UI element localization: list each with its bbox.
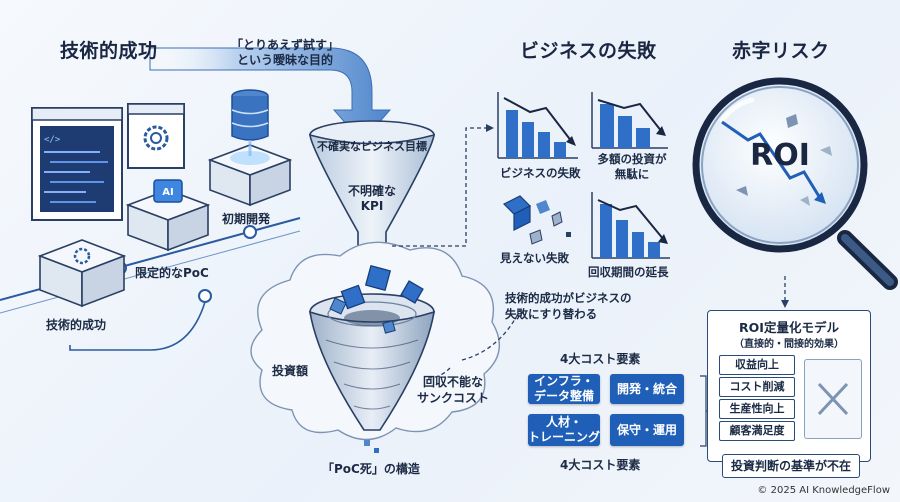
roi-verdict: 投資判断の基準が不在	[722, 454, 860, 478]
svg-text:</>: </>	[44, 135, 61, 145]
callout-vague-purpose: 「とりあえず試す」 という曖昧な目的	[220, 38, 350, 68]
vortex-icon	[308, 293, 436, 431]
gear-window-icon	[127, 103, 185, 169]
magnifier-roi-text: ROI	[750, 138, 810, 173]
roi-model-panel: ROI定量化モデル （直接的・間接的効果） 収益向上 コスト削減 生産性向上 顧…	[707, 310, 871, 462]
roi-item-customer-satisfaction: 顧客満足度	[719, 421, 795, 441]
copyright: © 2025 AI KnowledgeFlow	[757, 485, 890, 496]
chart-wasted-investment-icon	[591, 92, 668, 149]
investment-label: 投資額	[272, 364, 309, 378]
broken-blocks-icon	[502, 195, 571, 245]
chart-label-payback-extension: 回収期間の延長	[588, 265, 669, 279]
roi-model-title: ROI定量化モデル	[739, 320, 839, 335]
chart-label-business-failure: ビジネスの失敗	[500, 166, 581, 180]
step-initial-dev: 初期開発	[222, 212, 271, 226]
cost-talent-line1: 人材・	[545, 415, 582, 429]
poc-death-caption: 「PoC死」の構造	[322, 462, 420, 476]
dashed-connectors	[392, 127, 786, 379]
cost-item-maintenance: 保守・運用	[610, 414, 684, 446]
code-window-icon: </>	[31, 107, 123, 221]
cost-infra-line1: インフラ・	[534, 374, 594, 388]
swap-line1: 技術的成功がビジネスの	[505, 291, 632, 305]
cost-item-talent-training: 人材・トレーニング	[528, 414, 600, 446]
database-box-icon	[207, 89, 293, 207]
section-title-tech-success: 技術的成功	[60, 40, 158, 62]
roi-item-revenue: 収益向上	[719, 355, 795, 375]
cost-item-dev-integration: 開発・統合	[610, 374, 684, 404]
chart-label-invisible-failure: 見えない失敗	[500, 251, 569, 265]
chart-label-wasted-investment: 多額の投資が 無駄に	[590, 152, 674, 182]
cost-heading-top: 4大コスト要素	[560, 352, 641, 366]
ai-chip-box-icon: AI	[125, 179, 211, 252]
wasted-line1: 多額の投資が	[597, 152, 667, 166]
funnel-kpi-label: 不明確な KPI	[332, 184, 412, 214]
chart-payback-period-icon	[591, 192, 670, 259]
callout-line2: という曖昧な目的	[236, 53, 333, 67]
sunk-line2: サンクコスト	[416, 391, 489, 405]
cost-item-infra-data: インフラ・データ整備	[528, 374, 600, 404]
step-tech-success: 技術的成功	[46, 318, 107, 332]
falling-blocks	[329, 264, 424, 453]
kpi-line1: 不明確な	[347, 184, 396, 198]
section-title-deficit-risk: 赤字リスク	[732, 40, 830, 62]
chart-business-failure-icon	[497, 92, 578, 159]
swap-text: 技術的成功がビジネスの 失敗にすり替わる	[505, 290, 675, 322]
roi-model-subtitle: （直接的・間接的効果）	[734, 339, 844, 350]
magnifier-icon	[692, 77, 898, 290]
step-limited-poc: 限定的なPoC	[135, 266, 209, 280]
svg-text:AI: AI	[162, 187, 173, 198]
roi-item-cost-reduction: コスト削減	[719, 377, 795, 397]
callout-line1: 「とりあえず試す」	[230, 38, 339, 52]
tech-success-box-icon	[37, 239, 127, 308]
missing-value-box	[804, 359, 862, 439]
kpi-line2: KPI	[360, 199, 384, 213]
swap-line2: 失敗にすり替わる	[505, 307, 598, 321]
cross-icon	[817, 382, 849, 416]
cost-infra-line2: データ整備	[533, 389, 594, 403]
cost-talent-line2: トレーニング	[528, 430, 601, 444]
roi-item-productivity: 生産性向上	[719, 399, 795, 419]
sunk-cost-label: 回収不能な サンクコスト	[408, 374, 498, 406]
sunk-line1: 回収不能な	[422, 375, 483, 389]
section-title-business-failure: ビジネスの失敗	[520, 40, 657, 62]
cost-heading-bottom: 4大コスト要素	[560, 458, 641, 472]
funnel-top-label: 不確実なビジネス目標	[317, 140, 427, 153]
wasted-line2: 無駄に	[614, 167, 650, 181]
